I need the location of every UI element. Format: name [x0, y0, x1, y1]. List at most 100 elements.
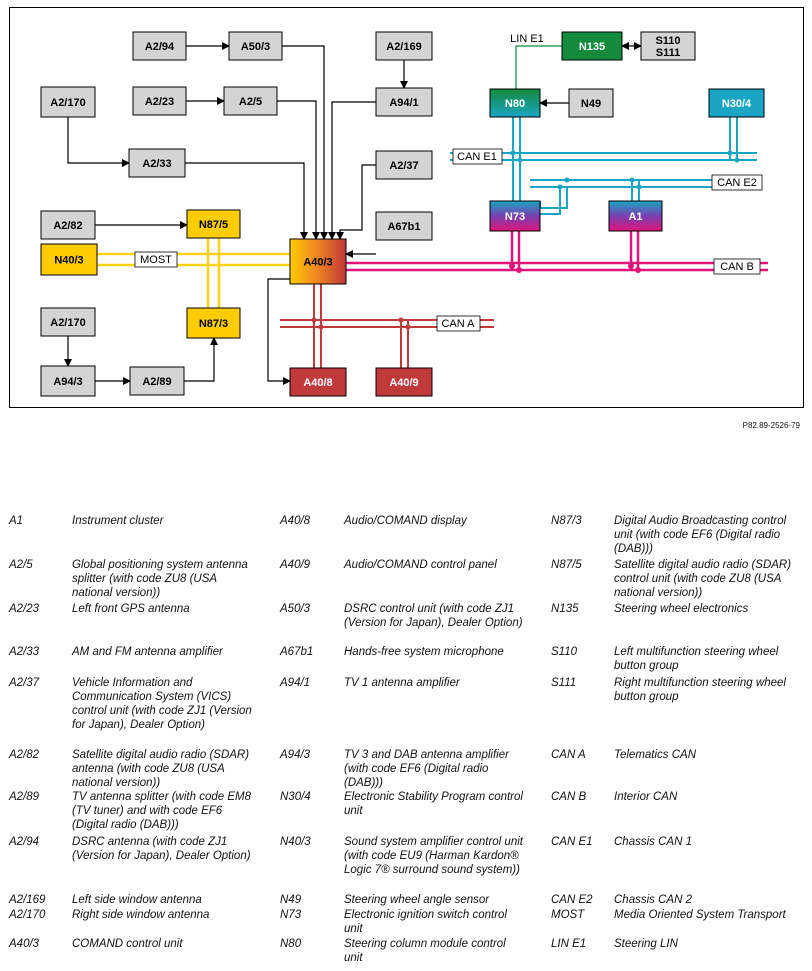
legend-code: A94/3 [280, 749, 311, 761]
node-box [40, 365, 96, 397]
node-label: A2/5 [239, 96, 262, 108]
node-box [223, 86, 278, 116]
legend-description: Electronic Stability Program control uni… [344, 791, 523, 817]
node-a2-33: A2/33 [128, 148, 186, 178]
legend-code: A40/9 [280, 559, 311, 571]
node-a2-170a: A2/170 [40, 86, 96, 118]
node-box [640, 31, 696, 61]
legend-description: Left front GPS antenna [72, 603, 190, 615]
legend-description: Interior CAN [614, 791, 678, 803]
node-a94-1: A94/1 [375, 87, 433, 117]
legend-code: CAN E1 [551, 836, 593, 848]
figure-reference: P82.89-2526-79 [742, 421, 800, 430]
node-n87-3: N87/3 [186, 307, 241, 339]
legend-description: Telematics CAN [614, 749, 697, 761]
legend-code: A2/82 [9, 749, 40, 761]
legend-description: Media Oriented System Transport [614, 909, 786, 921]
legend-description: TV antenna splitter (with code EM8 (TV t… [72, 791, 251, 831]
most-bus [97, 238, 290, 308]
node-label: A2/169 [386, 41, 421, 53]
node-box [40, 243, 98, 276]
legend-code: LIN E1 [551, 938, 587, 950]
legend-code: A2/94 [9, 836, 40, 848]
node-label: A2/37 [389, 160, 418, 172]
legend-code: S111 [551, 677, 577, 689]
node-label-s110: S110 [655, 35, 680, 47]
node-label: A2/23 [145, 96, 174, 108]
node-a2-37: A2/37 [375, 150, 433, 180]
node-label: A2/170 [50, 97, 85, 109]
node-n87-5: N87/5 [186, 209, 241, 239]
legend-code: A94/1 [280, 677, 311, 689]
node-n30-4: N30/4 [708, 88, 765, 118]
node-label: N40/3 [54, 255, 83, 267]
node-label: A40/8 [303, 377, 332, 389]
legend-code: CAN B [551, 791, 587, 803]
legend-description: Steering wheel electronics [614, 603, 749, 615]
node-label: N49 [581, 98, 601, 110]
node-a2-23: A2/23 [132, 86, 187, 116]
legend-code: N80 [280, 938, 302, 950]
can-e-junctions [510, 150, 740, 190]
legend-description: Vehicle Information and Communication Sy… [72, 677, 252, 731]
node-box [289, 238, 347, 285]
legend-code: A2/169 [9, 894, 46, 906]
legend-description: Hands-free system microphone [344, 646, 504, 658]
node-box [375, 211, 433, 241]
node-a50-3: A50/3 [228, 31, 283, 61]
can-a-junctions [311, 317, 411, 330]
legend-code: A67b1 [280, 646, 314, 658]
legend-description: Audio/COMAND control panel [344, 559, 497, 571]
node-box [40, 210, 96, 240]
node-box [608, 200, 663, 232]
legend-description: Digital Audio Broadcasting control unit … [614, 515, 787, 555]
legend-description: Satellite digital audio radio (SDAR) con… [614, 559, 792, 599]
legend-description: Instrument cluster [72, 515, 164, 527]
legend-description: COMAND control unit [72, 938, 183, 950]
legend-code: N73 [280, 909, 302, 921]
node-label: A40/3 [303, 257, 332, 269]
node-n40-3: N40/3 [40, 243, 98, 276]
node-label: A1 [628, 211, 642, 223]
legend-code: A40/3 [9, 938, 40, 950]
legend-description: Global positioning system antenna splitt… [72, 559, 248, 599]
node-a1: A1 [608, 200, 663, 232]
node-label: N135 [579, 41, 605, 53]
node-a67b1: A67b1 [375, 211, 433, 241]
lin-e1-bus [515, 45, 562, 89]
node-box [375, 150, 433, 180]
legend-description: Left side window antenna [72, 894, 202, 906]
node-label: A40/9 [389, 377, 418, 389]
node-box [132, 31, 187, 61]
diagram-frame [9, 7, 804, 408]
node-label-s111: S111 [656, 47, 680, 59]
legend-code: A40/8 [280, 515, 311, 527]
node-box [132, 86, 187, 116]
node-a2-5: A2/5 [223, 86, 278, 116]
can-e1-label: CAN E1 [457, 151, 497, 163]
signal-connections [64, 42, 642, 385]
node-box [708, 88, 765, 118]
node-a2-89: A2/89 [129, 366, 185, 396]
node-a94-3: A94/3 [40, 365, 96, 397]
legend-code: N40/3 [280, 836, 311, 848]
legend-description: TV 1 antenna amplifier [344, 677, 460, 689]
node-a2-82: A2/82 [40, 210, 96, 240]
legend-code: N30/4 [280, 791, 311, 803]
node-box [40, 86, 96, 118]
legend-description: Chassis CAN 2 [614, 894, 692, 906]
legend-description: Steering LIN [614, 938, 678, 950]
node-a40-9: A40/9 [375, 367, 433, 397]
legend-code: A2/33 [9, 646, 40, 658]
node-box [561, 31, 623, 61]
legend-description: Audio/COMAND display [344, 515, 467, 527]
node-box [489, 88, 541, 118]
legend-description: Steering wheel angle sensor [344, 894, 490, 906]
can-e2-label: CAN E2 [717, 177, 757, 189]
node-box [129, 366, 185, 396]
node-label: N87/5 [199, 219, 228, 231]
node-label: A2/89 [142, 376, 171, 388]
node-label: A2/82 [53, 220, 82, 232]
